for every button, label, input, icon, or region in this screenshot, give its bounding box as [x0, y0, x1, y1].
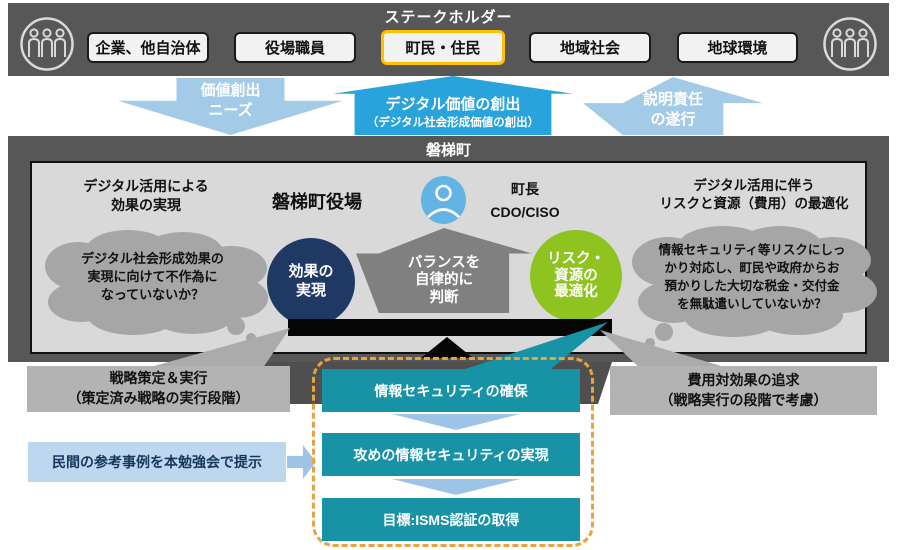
security-steps-frame [312, 357, 594, 547]
balance-beam [288, 319, 612, 336]
stakeholder-title: ステークホルダー [384, 9, 513, 26]
effect-circle: 効果の 実現 [267, 238, 355, 326]
step-offensive-infosec: 攻めの情報セキュリティの実現 [322, 433, 580, 476]
step-secure-infosec: 情報セキュリティの確保 [322, 369, 580, 412]
mayor-icon [421, 176, 466, 224]
value-needs-arrow: 価値創出 ニーズ [118, 78, 343, 135]
office-label: 磐梯町役場 [272, 192, 362, 212]
people-group-icon [20, 17, 74, 71]
mayor-title: 町長 [511, 181, 539, 197]
stakeholder-environment: 地球環境 [677, 32, 798, 63]
people-group-icon [823, 17, 877, 71]
town-name: 磐梯町 [425, 142, 471, 159]
right-heading: デジタル活用に伴う リスクと資源（費用）の最適化 [659, 178, 849, 212]
stakeholder-residents: 町民・住民 [381, 30, 505, 65]
left-heading: デジタル活用による 効果の実現 [83, 178, 209, 213]
left-cloud-text: デジタル社会形成効果の 実現に向けて不作為に なっていないか？ [81, 251, 224, 303]
stakeholder-community: 地域社会 [529, 32, 651, 63]
digital-value-sub: （デジタル社会形成価値の創出） [366, 117, 540, 129]
mayor-role: CDO/CISO [490, 204, 560, 220]
left-thought-cloud [45, 230, 268, 343]
stakeholder-staff: 役場職員 [234, 32, 356, 63]
note-box: 民間の参考事例を本勉強会で提示 [28, 442, 286, 482]
step-isms-goal: 目標:ISMS認証の取得 [322, 498, 580, 541]
right-cloud-text: 情報セキュリティ等リスクにしっ かり対応し、町民や政府からお 預かりした大切な税… [658, 243, 846, 312]
strategy-box: 戦略策定＆実行 （策定済み戦略の実行段階） [27, 366, 290, 412]
stakeholder-companies: 企業、他自治体 [87, 32, 209, 63]
accountability-arrow: 説明責任 の遂行 [583, 77, 763, 135]
right-thought-cloud [632, 226, 877, 348]
digital-value-title: デジタル価値の創出 [385, 96, 521, 113]
digital-value-arrow: デジタル価値の創出 （デジタル社会形成価値の創出） [333, 76, 573, 135]
cost-box: 費用対効果の追求 （戦略実行の段階で考慮） [610, 366, 877, 415]
risk-circle: リスク・ 資源の 最適化 [530, 230, 622, 322]
